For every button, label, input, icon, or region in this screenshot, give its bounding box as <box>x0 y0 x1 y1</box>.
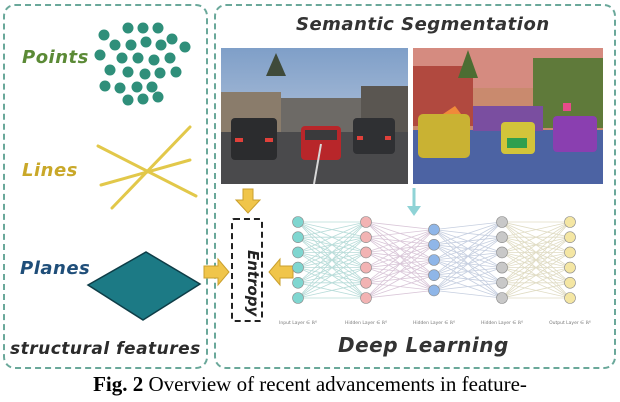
network-node <box>292 231 304 243</box>
network-node <box>496 246 508 259</box>
entropy-box <box>231 218 263 322</box>
layer-label: Input Layer ∈ ℝ⁶ <box>279 320 317 326</box>
network-edge <box>365 221 435 230</box>
network-edge <box>433 221 503 291</box>
network-edge <box>297 252 367 299</box>
structural-features-label: structural features <box>10 339 201 359</box>
network-edge <box>297 221 367 299</box>
network-node <box>428 284 440 297</box>
points-label: Points <box>22 47 89 68</box>
network-edge <box>365 229 435 238</box>
network-edge <box>501 221 571 299</box>
network-edge <box>501 221 571 284</box>
network-node <box>496 216 508 228</box>
network-edge <box>297 221 367 253</box>
network-node <box>564 276 576 289</box>
network-edge <box>297 221 367 268</box>
network-edge <box>365 274 435 299</box>
network-edge <box>365 229 435 268</box>
network-edge <box>365 229 435 299</box>
network-node <box>428 223 440 236</box>
network-edge <box>433 221 503 246</box>
network-edge <box>297 221 367 284</box>
network-edge <box>501 282 571 299</box>
street-scene-photo <box>221 48 408 184</box>
lines-label: Lines <box>22 160 78 181</box>
layer-label: Hidden Layer ∈ ℝ⁶ <box>345 320 387 326</box>
network-edge <box>501 252 571 299</box>
network-edge <box>433 252 503 291</box>
network-node <box>564 246 576 259</box>
layer-label: Hidden Layer ∈ ℝ⁶ <box>481 320 523 326</box>
network-node <box>564 261 576 274</box>
network-edge <box>433 221 503 230</box>
network-node <box>360 246 372 259</box>
network-edge <box>297 282 367 299</box>
network-edge <box>365 244 435 299</box>
network-edge <box>365 229 435 284</box>
semantic-segmentation-label: Semantic Segmentation <box>296 14 550 35</box>
network-node <box>292 246 304 259</box>
network-edge <box>501 221 571 238</box>
network-node <box>360 261 372 274</box>
network-node <box>292 216 304 228</box>
network-node <box>428 254 440 266</box>
network-node <box>496 276 508 289</box>
network-edge <box>433 267 503 291</box>
segmentation-result-image <box>413 48 603 184</box>
network-edge <box>433 221 503 261</box>
network-node <box>360 292 372 304</box>
network-edge <box>297 221 367 238</box>
figure-caption: Fig. 2 Overview of recent advancements i… <box>0 372 620 397</box>
network-node <box>360 276 372 289</box>
deep-learning-label: Deep Learning <box>338 333 509 357</box>
network-edge <box>433 221 503 276</box>
network-node <box>292 292 304 304</box>
layer-label: Hidden Layer ∈ ℝ⁶ <box>413 320 455 326</box>
deep-learning-panel <box>214 4 616 369</box>
network-edge <box>501 267 571 299</box>
network-node <box>496 261 508 274</box>
network-node <box>428 239 440 251</box>
network-edge <box>433 236 503 291</box>
network-edge <box>297 267 367 299</box>
network-node <box>292 276 304 289</box>
network-edge <box>501 221 571 268</box>
network-node <box>496 231 508 243</box>
network-edge <box>297 236 367 299</box>
network-edge <box>365 229 435 253</box>
network-edge <box>433 290 503 299</box>
layer-label: Output Layer ∈ ℝ⁶ <box>549 320 591 326</box>
network-edge <box>433 282 503 291</box>
network-node <box>360 231 372 243</box>
caption-text: Overview of recent advancements in featu… <box>148 372 527 396</box>
network-node <box>564 216 576 228</box>
network-node <box>564 292 576 304</box>
network-edge <box>501 236 571 299</box>
network-node <box>360 216 372 228</box>
network-node <box>292 261 304 274</box>
figure-label: Fig. 2 <box>93 372 144 396</box>
planes-label: Planes <box>20 258 91 279</box>
network-edge <box>365 259 435 299</box>
network-node <box>496 292 508 304</box>
network-node <box>564 231 576 243</box>
structural-features-panel <box>3 4 208 369</box>
network-node <box>428 269 440 282</box>
network-edge <box>365 290 435 299</box>
network-edge <box>501 221 571 253</box>
